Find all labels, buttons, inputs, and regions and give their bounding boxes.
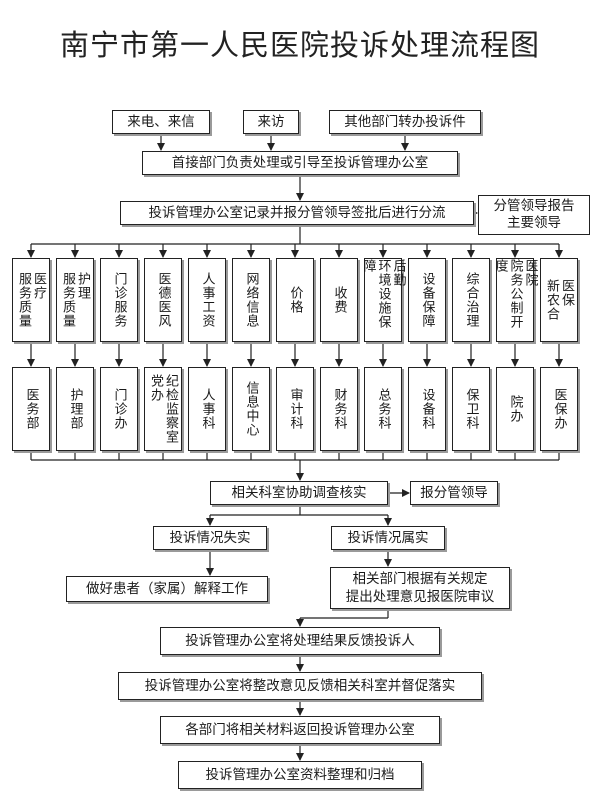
complaint-true-box: 投诉情况属实 xyxy=(331,526,445,550)
department-box: 纪检监察室 党办 xyxy=(144,367,182,451)
source-box-transfer: 其他部门转办投诉件 xyxy=(329,110,481,134)
category-box: 医保 新农合 xyxy=(540,258,578,342)
category-box: 医院 院务公制开度 xyxy=(493,258,538,342)
department-box: 护理部 xyxy=(56,367,94,451)
category-box: 网络信息 xyxy=(232,258,270,342)
return-material-box: 各部门将相关材料返回投诉管理办公室 xyxy=(160,716,440,744)
source-box-visit: 来访 xyxy=(243,110,299,134)
complaint-false-box: 投诉情况失实 xyxy=(153,526,267,550)
first-department-box: 首接部门负责处理或引导至投诉管理办公室 xyxy=(142,151,458,175)
major-leader-report-box: 分管领导报告 主要领导 xyxy=(478,195,590,235)
department-box: 门诊办 xyxy=(100,367,138,451)
department-box: 设备科 xyxy=(408,367,446,451)
investigate-box: 相关科室协助调查核实 xyxy=(210,481,388,505)
feedback-box: 投诉管理办公室将处理结果反馈投诉人 xyxy=(160,627,440,655)
department-box: 保卫科 xyxy=(452,367,490,451)
category-box: 价格 xyxy=(276,258,314,342)
rectify-box: 投诉管理办公室将整改意见反馈相关科室并督促落实 xyxy=(118,672,482,700)
category-box: 设备保障 xyxy=(408,258,446,342)
page-title: 南宁市第一人民医院投诉处理流程图 xyxy=(59,28,540,62)
category-box: 综合治理 xyxy=(452,258,490,342)
category-box: 收费 xyxy=(320,258,358,342)
source-box-phone-letter: 来电、来信 xyxy=(112,110,210,134)
category-box: 门诊服务 xyxy=(100,258,138,342)
department-box: 医务部 xyxy=(12,367,50,451)
category-box: 护理 服务质量 xyxy=(56,258,94,342)
department-box: 财务科 xyxy=(320,367,358,451)
category-box: 医德医风 xyxy=(144,258,182,342)
category-box: 人事工资 xyxy=(188,258,226,342)
department-box: 总务科 xyxy=(364,367,402,451)
report-leader-box: 报分管领导 xyxy=(410,481,498,505)
department-box: 审计科 xyxy=(276,367,314,451)
explain-box: 做好患者（家属）解释工作 xyxy=(66,576,268,602)
department-box: 人事科 xyxy=(188,367,226,451)
archive-box: 投诉管理办公室资料整理和归档 xyxy=(178,761,422,789)
department-box: 医保办 xyxy=(540,367,578,451)
category-box: 后勤 环境设施保障 xyxy=(361,258,406,342)
department-box: 院办 xyxy=(496,367,534,451)
department-box: 信息中心 xyxy=(232,367,270,451)
handle-box: 相关部门根据有关规定 提出处理意见报医院审议 xyxy=(330,567,510,609)
record-box: 投诉管理办公室记录并报分管领导签批后进行分流 xyxy=(120,201,474,225)
category-box: 医疗 服务质量 xyxy=(12,258,50,342)
